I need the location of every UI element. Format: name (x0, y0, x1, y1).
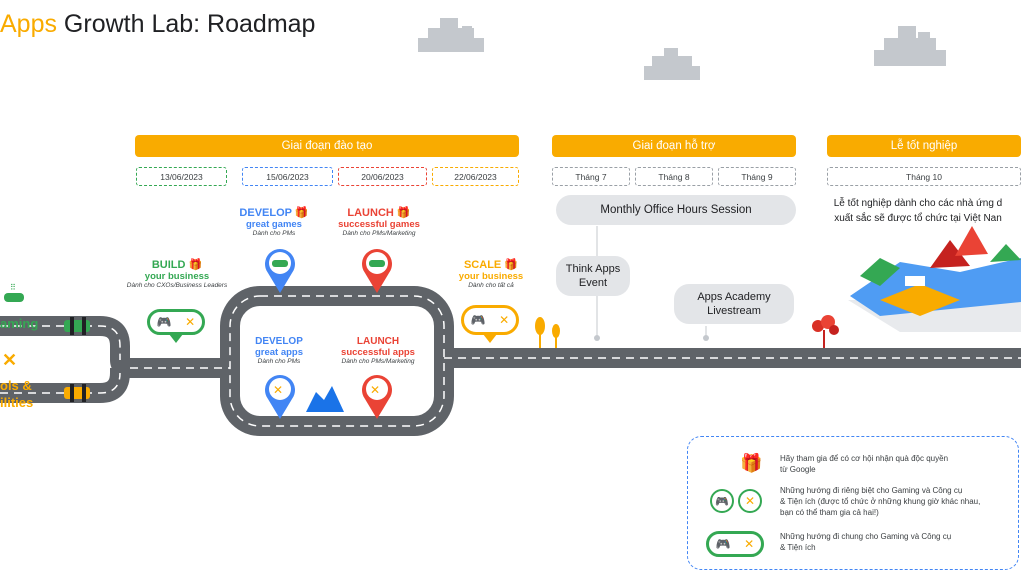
graduation-island (848, 226, 1021, 332)
launch-apps-pin: ✕ (362, 375, 392, 419)
date-scale: 22/06/2023 (432, 167, 519, 186)
road (0, 286, 1021, 436)
gift-icon: 🎁 (396, 207, 411, 219)
gamepad-icon: 🎮 (470, 313, 486, 327)
tools-icon: ✕ (2, 350, 18, 370)
gaming-label: aming (0, 316, 39, 331)
tree-icon (812, 315, 839, 348)
graduation-note: Lễ tốt nghiệp dành cho các nhà ứng d xuấ… (833, 198, 1003, 224)
month-7: Tháng 7 (552, 167, 630, 186)
car-icon (64, 384, 90, 402)
legend-separate-text: Những hướng đi riêng biệt cho Gaming và … (780, 486, 981, 517)
car-icon (64, 317, 90, 335)
page-title: Apps Growth Lab: Roadmap (0, 10, 316, 38)
tools-icon: ✕ (738, 489, 762, 513)
gamepad-icon: 🎮 (710, 489, 734, 513)
stage-launch-games: LAUNCH 🎁 successful games Dành cho PMs/M… (338, 207, 420, 237)
legend-shared-text: Những hướng đi chung cho Gaming và Công … (780, 532, 952, 552)
svg-text:✕: ✕ (370, 383, 380, 397)
legend-gift-text: Hãy tham gia để có cơ hội nhận quà độc q… (780, 454, 949, 474)
tree-icon (552, 324, 560, 348)
svg-text:⠿: ⠿ (10, 283, 16, 292)
cloud-icon (644, 48, 700, 80)
date-launch: 20/06/2023 (338, 167, 427, 186)
cloud-icon (874, 26, 946, 66)
stage-build: BUILD 🎁 your business Dành cho CXOs/Busi… (126, 259, 228, 289)
scale-marker: 🎮✕ (461, 305, 519, 335)
svg-text:✕: ✕ (273, 383, 283, 397)
develop-games-pin (265, 249, 295, 293)
shared-marker: 🎮✕ (706, 531, 764, 557)
gift-icon: 🎁 (504, 259, 519, 271)
office-hours-pill: Monthly Office Hours Session (556, 195, 796, 225)
gift-icon: 🎁 (188, 259, 203, 271)
tools-icon: ✕ (744, 537, 755, 551)
tools-label: ols &ilities (0, 378, 34, 410)
month-10: Tháng 10 (827, 167, 1021, 186)
stage-develop-games: DEVELOP 🎁 great games Dành cho PMs (239, 207, 309, 237)
develop-apps-pin: ✕ (265, 375, 295, 419)
tree-icon (535, 317, 545, 348)
month-8: Tháng 8 (635, 167, 713, 186)
tools-icon: ✕ (499, 313, 510, 327)
date-develop: 15/06/2023 (242, 167, 333, 186)
legend: 🎁 Hãy tham gia để có cơ hội nhận quà độc… (687, 436, 1019, 570)
phase-graduation: Lễ tốt nghiệp (827, 135, 1021, 157)
phase-support: Giai đoạn hỗ trợ (552, 135, 796, 157)
month-9: Tháng 9 (718, 167, 796, 186)
gamepad-icon: 🎮 (156, 315, 172, 329)
gamepad-icon: 🎮 (715, 537, 731, 551)
stage-develop-apps: DEVELOP great apps Dành cho PMs (254, 336, 304, 365)
tools-icon: ✕ (185, 315, 196, 329)
gift-icon: 🎁 (294, 207, 309, 219)
cloud-icon (418, 18, 484, 52)
phase-training: Giai đoạn đào tạo (135, 135, 519, 157)
mountain-icon (306, 386, 344, 412)
launch-games-pin (362, 249, 392, 293)
gaming-icon: ⠿ (4, 282, 28, 309)
stage-launch-apps: LAUNCH successful apps Dành cho PMs/Mark… (341, 336, 415, 365)
stage-scale: SCALE 🎁 your business Dành cho tất cả (458, 259, 524, 289)
build-marker: 🎮✕ (147, 309, 205, 335)
date-build: 13/06/2023 (136, 167, 227, 186)
gift-icon: 🎁 (740, 453, 763, 473)
